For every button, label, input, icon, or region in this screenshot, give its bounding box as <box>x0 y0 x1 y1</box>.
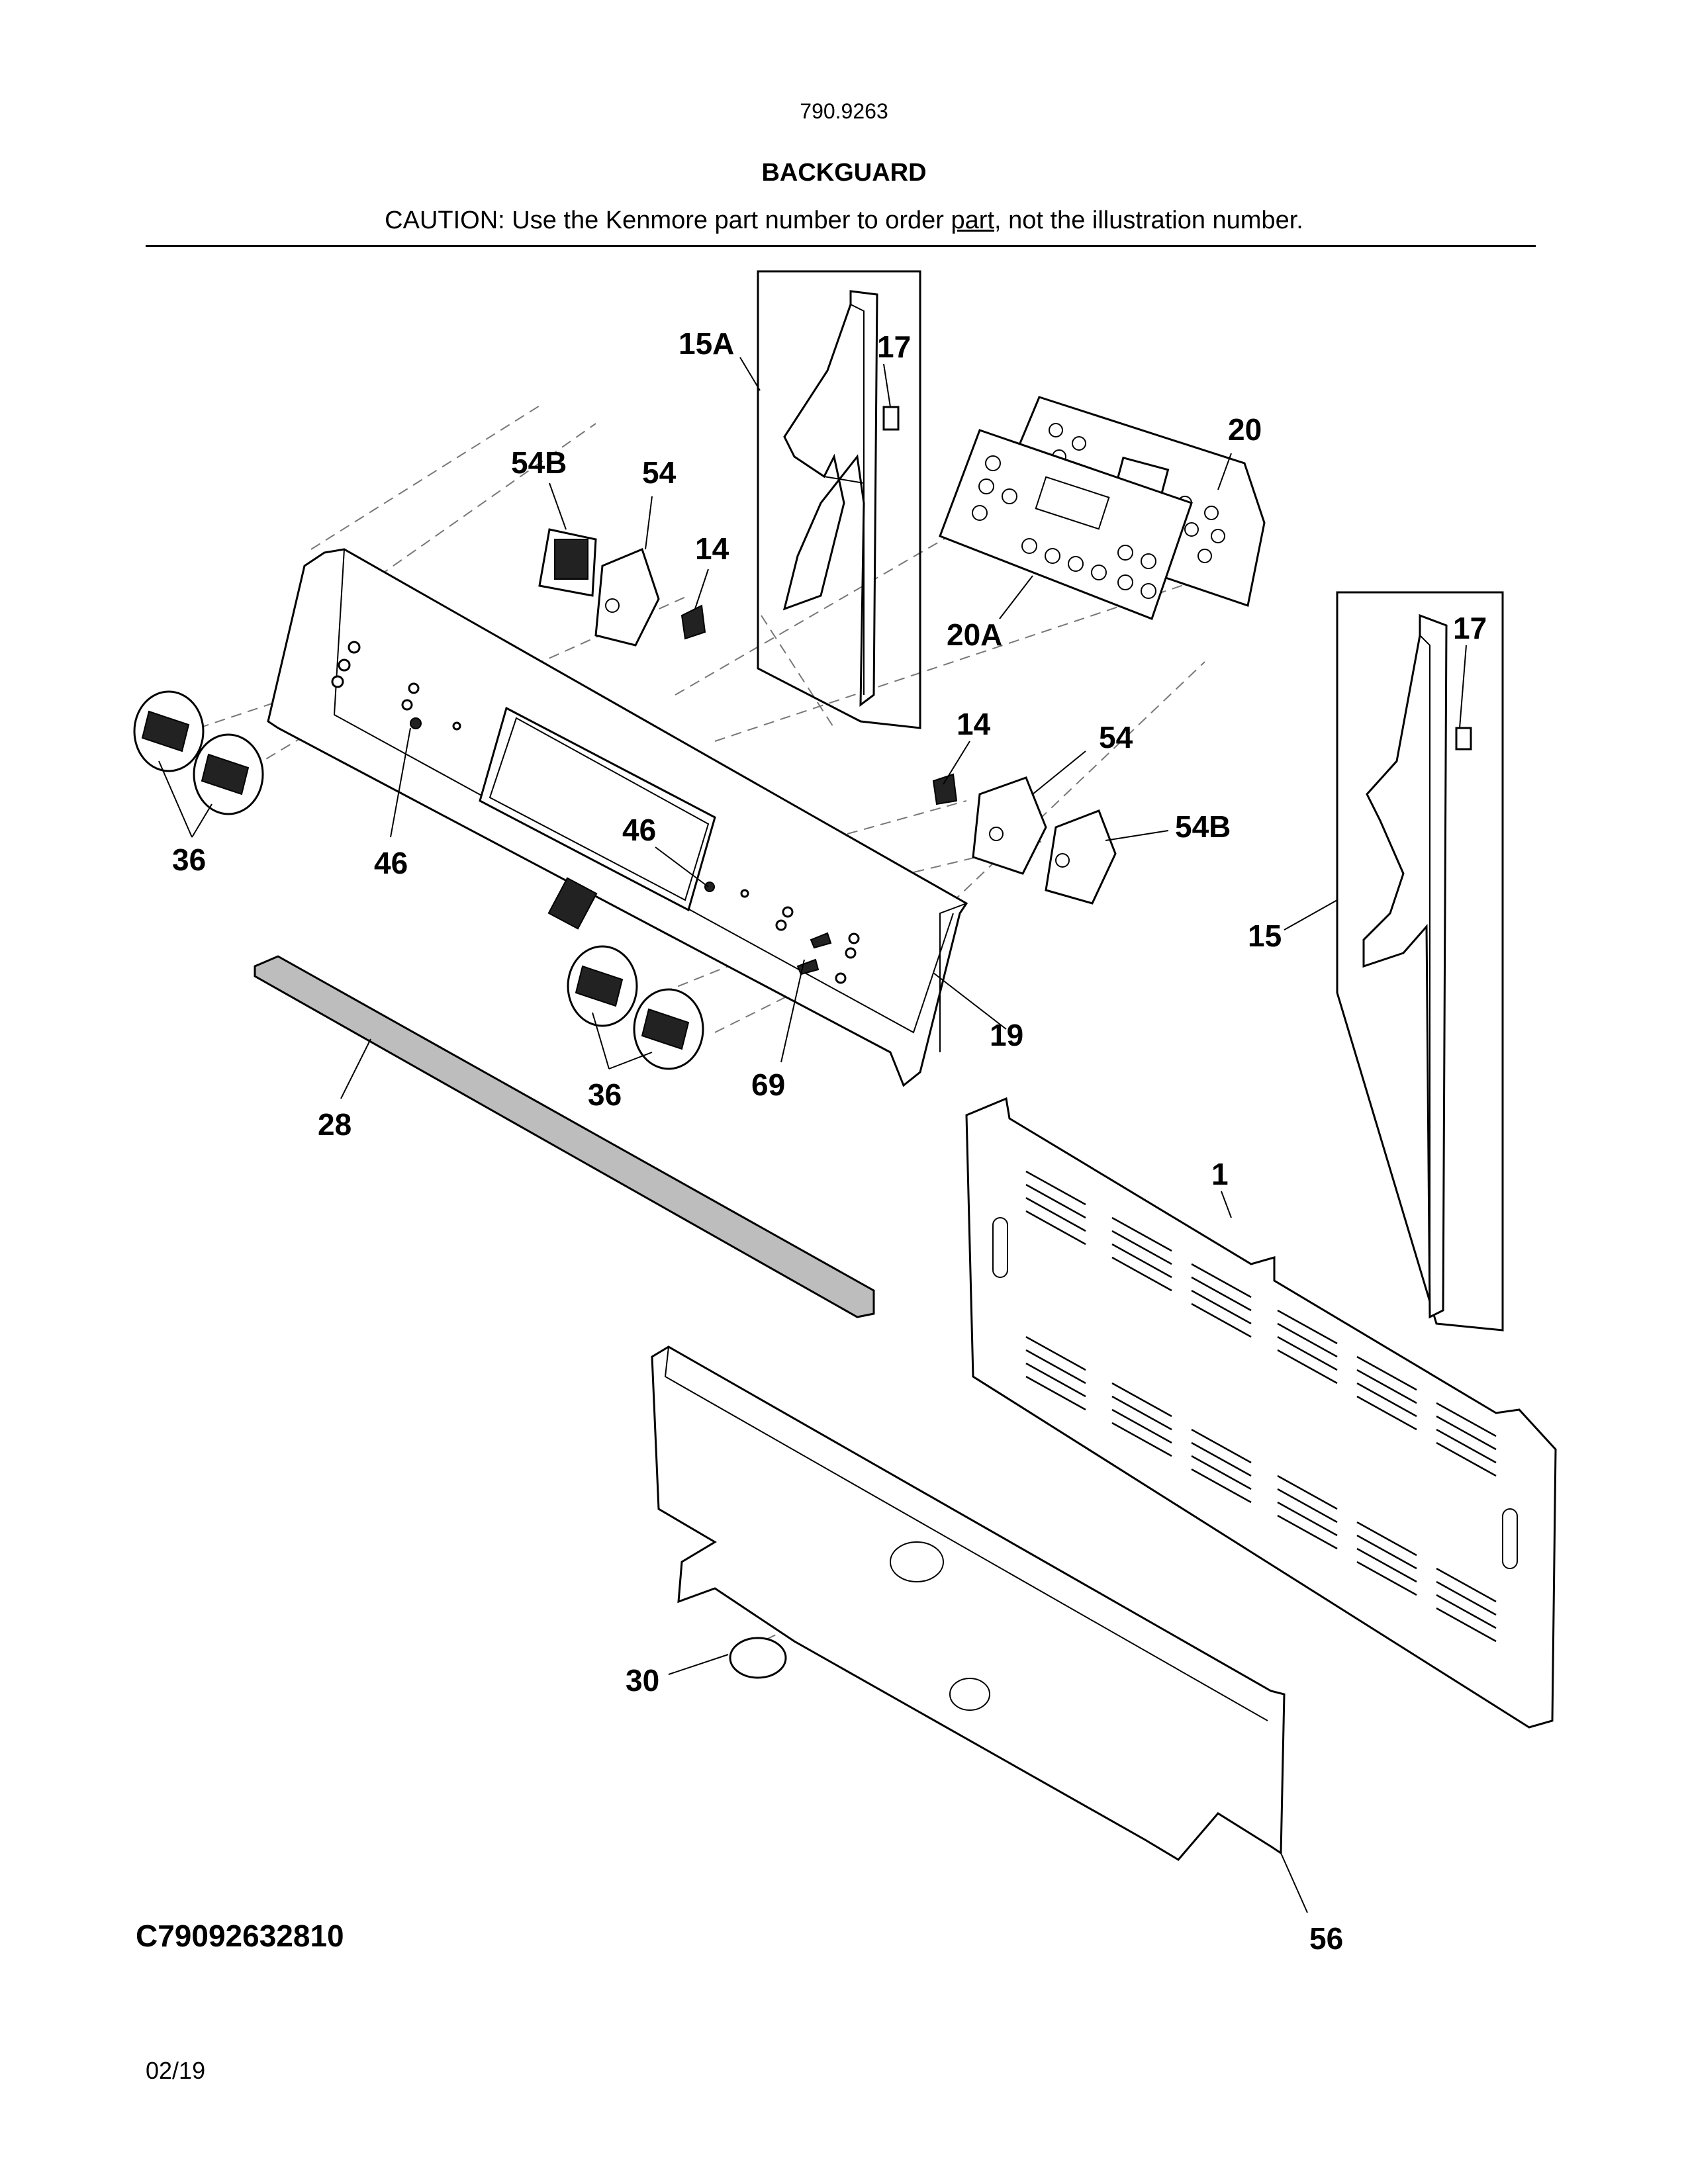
knobs-36-lower[interactable] <box>567 945 704 1070</box>
callout-46-left: 46 <box>374 846 408 880</box>
overlay-20a[interactable] <box>939 429 1193 620</box>
callout-46-center: 46 <box>622 813 656 847</box>
diagram-code: C79092632810 <box>136 1919 344 1953</box>
cover-30[interactable] <box>729 1637 787 1679</box>
callout-54b-lower: 54B <box>1175 809 1231 844</box>
callout-1: 1 <box>1211 1157 1229 1191</box>
callout-54b-upper: 54B <box>511 445 567 480</box>
callout-17-upper: 17 <box>877 330 911 364</box>
bracket-15a[interactable] <box>757 270 921 729</box>
callout-15: 15 <box>1248 919 1282 953</box>
lower-panel-56[interactable] <box>651 1345 1286 1861</box>
revision-date: 02/19 <box>146 2057 206 2084</box>
page-title: BACKGUARD <box>761 159 927 187</box>
switch-54b-upper[interactable] <box>538 528 597 597</box>
callout-17-lower: 17 <box>1453 611 1487 645</box>
header-divider <box>146 245 1536 247</box>
caution-suffix: , not the illustration number. <box>994 206 1303 234</box>
callout-14-lower: 14 <box>957 707 991 741</box>
callout-56: 56 <box>1309 1921 1343 1956</box>
caution-part-link[interactable]: part <box>951 206 994 234</box>
clip-14-upper[interactable] <box>680 604 706 640</box>
callout-30: 30 <box>626 1663 659 1698</box>
caution-prefix: CAUTION: Use the Kenmore part number to … <box>385 206 951 234</box>
callout-14-upper: 14 <box>695 531 729 566</box>
knobs-36-upper[interactable] <box>133 690 264 815</box>
switch-54b-lower[interactable] <box>1045 809 1117 905</box>
callout-labels: 15A 17 54B 54 14 20 20A 17 14 54 54B 15 … <box>172 326 1487 1956</box>
switch-54-upper[interactable] <box>594 547 660 647</box>
callout-19: 19 <box>990 1018 1023 1052</box>
model-number: 790.9263 <box>800 99 888 123</box>
bracket-15[interactable] <box>1336 591 1504 1332</box>
leader-lines <box>158 357 1467 1913</box>
callout-54-lower: 54 <box>1099 720 1133 754</box>
caution-note: CAUTION: Use the Kenmore part number to … <box>0 206 1688 235</box>
callout-28: 28 <box>318 1107 352 1142</box>
callout-36-lower: 36 <box>588 1077 622 1112</box>
switch-54-lower[interactable] <box>972 776 1047 875</box>
screws-69[interactable] <box>796 932 832 976</box>
callout-36-upper: 36 <box>172 842 206 877</box>
rear-panel-1[interactable] <box>965 1097 1557 1729</box>
backguard-panel-19[interactable] <box>267 548 968 1087</box>
clip-14-lower[interactable] <box>932 773 958 805</box>
callout-20: 20 <box>1228 412 1262 447</box>
trim-28[interactable] <box>254 955 875 1318</box>
callout-15a: 15A <box>679 326 734 361</box>
callout-69: 69 <box>751 1068 785 1102</box>
callout-20a: 20A <box>947 617 1002 652</box>
callout-54-upper: 54 <box>642 455 677 490</box>
